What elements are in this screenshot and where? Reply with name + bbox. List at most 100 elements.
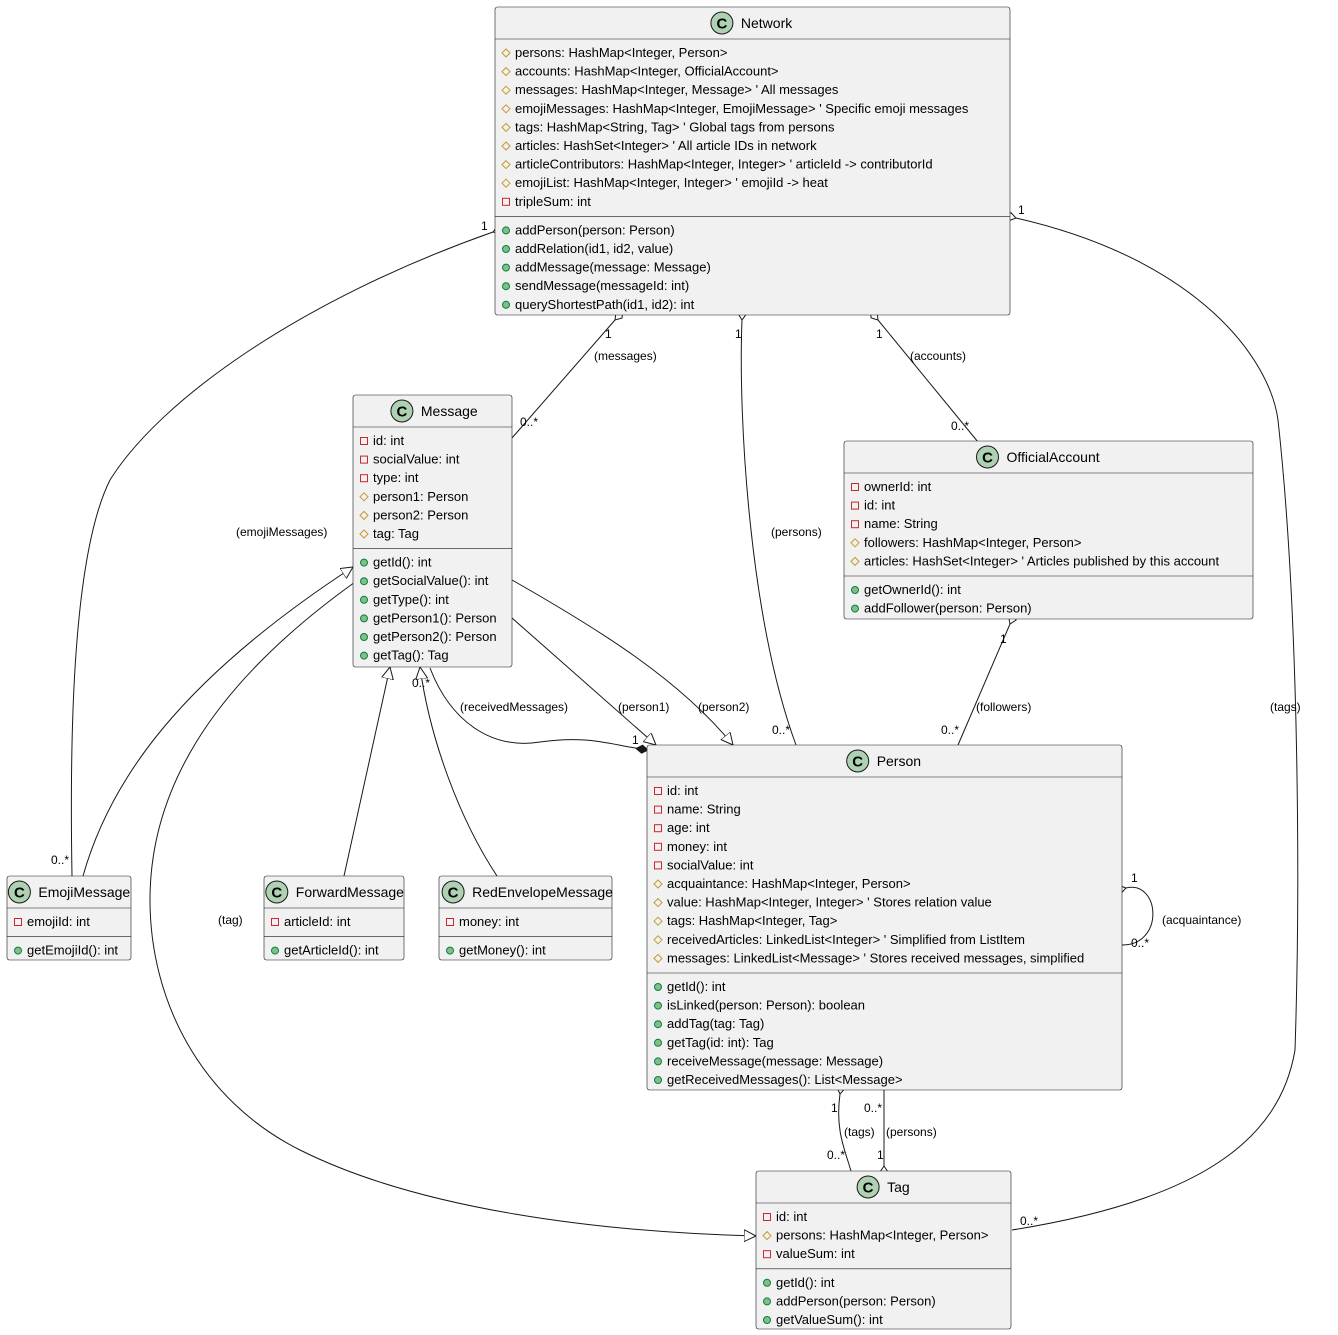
visibility-icon [502, 197, 510, 206]
label-network-tags: (tags) [1270, 700, 1301, 714]
visibility-icon [762, 1230, 772, 1241]
visibility-icon [654, 842, 662, 851]
class-method: getReceivedMessages(): List<Message> [667, 1072, 903, 1087]
visibility-icon [360, 595, 368, 604]
visibility-icon [360, 474, 368, 483]
class-field: person2: Person [373, 507, 468, 522]
class-badge-letter: C [852, 754, 863, 771]
class-method: getArticleId(): int [284, 943, 379, 958]
mult-messages-from: 1 [605, 327, 612, 341]
class-field: id: int [373, 433, 404, 448]
edge-received-messages [429, 667, 649, 754]
edge-person-tags [836, 1081, 852, 1172]
class-box [494, 6, 1011, 316]
edge-redenvelope-extends [420, 667, 498, 877]
visibility-icon [359, 529, 369, 539]
class-method: isLinked(person: Person): boolean [667, 998, 865, 1013]
class-badge-letter: C [982, 450, 993, 467]
edge-network-tags [1003, 212, 1299, 1231]
edge-person2 [511, 579, 733, 745]
class-official-account[interactable]: C OfficialAccount ownerId: int id: int name:… [843, 440, 1254, 620]
class-name: OfficialAccount [1007, 449, 1100, 465]
class-method: getId(): int [776, 1275, 835, 1290]
visibility-icon [360, 651, 368, 660]
class-field: name: String [667, 802, 741, 817]
mult-person-tags-to: 0..* [827, 1148, 845, 1162]
class-box [755, 1170, 1012, 1330]
edge-person1 [511, 617, 656, 745]
edge-persons [737, 307, 797, 746]
class-field: messages: LinkedList<Message> ' Stores r… [667, 950, 1084, 965]
class-method: getId(): int [667, 979, 726, 994]
edge-emoji-extends [82, 567, 353, 877]
edge-followers [957, 612, 1017, 746]
class-method: addFollower(person: Person) [864, 601, 1032, 616]
class-method: getType(): int [373, 592, 449, 607]
label-acquaintance: (acquaintance) [1162, 913, 1241, 927]
class-name: Network [741, 15, 793, 31]
class-field: person1: Person [373, 489, 468, 504]
visibility-icon [501, 48, 511, 58]
class-box [438, 875, 613, 961]
class-method: sendMessage(messageId: int) [515, 278, 689, 293]
mult-accounts-to: 0..* [951, 419, 969, 433]
class-field: ownerId: int [864, 479, 932, 494]
class-badge-icon [856, 1175, 880, 1199]
visibility-icon [502, 263, 510, 272]
visibility-icon [360, 558, 368, 567]
visibility-icon [850, 556, 860, 567]
class-badge-letter: C [14, 885, 25, 902]
class-field: emojiMessages: HashMap<Integer, EmojiMes… [515, 101, 969, 116]
class-box [263, 875, 405, 961]
label-person2: (person2) [698, 700, 749, 714]
visibility-icon [763, 1297, 771, 1306]
mult-network-tags-from: 1 [1018, 203, 1025, 217]
visibility-icon [271, 946, 279, 955]
class-badge-letter: C [716, 16, 727, 33]
class-field: type: int [373, 470, 419, 485]
class-box [6, 875, 132, 961]
class-field: id: int [667, 783, 698, 798]
class-badge-letter: C [396, 404, 407, 421]
class-method: getPerson1(): Person [373, 610, 497, 625]
class-field: messages: HashMap<Integer, Message> ' Al… [515, 82, 839, 97]
class-field: acquaintance: HashMap<Integer, Person> [667, 876, 911, 891]
class-method: getTag(id: int): Tag [667, 1035, 774, 1050]
mult-tag-persons-from: 1 [877, 1148, 884, 1162]
label-emoji-messages: (emojiMessages) [236, 525, 327, 539]
relations [70, 212, 1299, 1236]
class-field: money: int [459, 914, 519, 929]
class-badge-icon [976, 445, 999, 469]
class-field: accounts: HashMap<Integer, OfficialAccou… [515, 64, 779, 79]
class-field: receivedArticles: LinkedList<Integer> ' … [667, 932, 1025, 947]
mult-followers-to: 0..* [941, 723, 959, 737]
visibility-icon [851, 604, 859, 613]
class-field: name: String [864, 516, 938, 531]
visibility-icon [653, 879, 663, 889]
class-field: id: int [864, 498, 895, 513]
label-messages: (messages) [594, 349, 657, 363]
class-badge-icon [265, 880, 289, 904]
class-badge-letter: C [448, 885, 459, 902]
visibility-icon [654, 1057, 662, 1066]
edge-message-tag [149, 574, 756, 1236]
class-field: socialValue: int [373, 452, 460, 467]
class-field: id: int [776, 1209, 807, 1224]
visibility-icon [653, 953, 663, 964]
class-method: addRelation(id1, id2, value) [515, 241, 673, 256]
class-box [843, 440, 1254, 620]
class-badge-icon [441, 880, 465, 904]
class-field: tag: Tag [373, 526, 419, 541]
class-name: RedEnvelopeMessage [472, 884, 613, 900]
class-field: articles: HashSet<Integer> ' Articles pu… [864, 553, 1220, 568]
visibility-icon [360, 455, 368, 464]
visibility-icon [851, 586, 859, 594]
label-received-messages: (receivedMessages) [460, 700, 568, 714]
